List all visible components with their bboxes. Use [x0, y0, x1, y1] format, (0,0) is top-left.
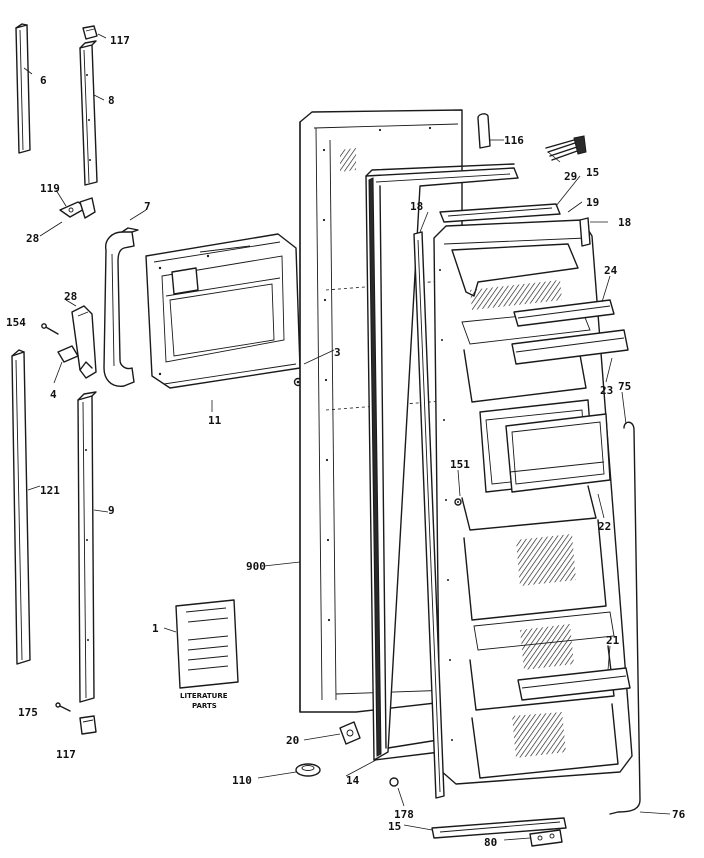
callout-151: 151 — [450, 458, 470, 471]
callout-14: 14 — [346, 774, 360, 787]
part-154-screw — [41, 323, 59, 335]
part-75-76-wire — [609, 421, 641, 815]
callout-19: 19 — [586, 196, 599, 209]
callout-80: 80 — [484, 836, 497, 849]
part-121-trim-strip — [11, 349, 31, 665]
callout-76: 76 — [672, 808, 686, 821]
part-21-shelf-bar — [517, 667, 631, 701]
callout-7: 7 — [144, 200, 151, 213]
part-151-screw — [454, 498, 462, 506]
callout-6: 6 — [40, 74, 47, 87]
part-23-shelf-bar — [511, 329, 629, 365]
callout-119: 119 — [40, 182, 60, 195]
part-117-top-clip — [82, 25, 98, 40]
part-20-hinge-pin — [339, 721, 361, 745]
callout-11: 11 — [208, 414, 222, 427]
callout-15-top: 15 — [586, 166, 599, 179]
part-11-dispenser-housing — [145, 233, 301, 389]
callout-110: 110 — [232, 774, 252, 787]
part-7-handle — [103, 227, 139, 387]
callout-178: 178 — [394, 808, 414, 821]
part-116-clip — [477, 113, 491, 149]
callout-1: 1 — [152, 622, 159, 635]
callout-900: 900 — [246, 560, 266, 573]
literature-label-line2: PARTS — [192, 702, 217, 710]
part-24-shelf-bar — [513, 299, 615, 327]
callout-4: 4 — [50, 388, 57, 401]
part-15-top-cap — [439, 203, 561, 223]
part-29-wire-harness — [545, 135, 587, 161]
callout-154: 154 — [6, 316, 26, 329]
callout-116: 116 — [504, 134, 524, 147]
part-110-cap — [295, 763, 321, 777]
part-80-bracket — [529, 829, 563, 847]
leader-lines — [23, 33, 671, 841]
callout-23: 23 — [600, 384, 613, 397]
part-9-channel — [77, 391, 97, 703]
callout-117-bottom: 117 — [56, 748, 76, 761]
literature-label-line1: LITERATURE — [180, 692, 228, 700]
callout-117-top: 117 — [110, 34, 130, 47]
callout-22: 22 — [598, 520, 611, 533]
part-117-bottom-clip — [79, 715, 97, 735]
callout-175: 175 — [18, 706, 38, 719]
callout-75: 75 — [618, 380, 631, 393]
part-18-upper-clip — [579, 217, 591, 247]
door-liner — [433, 219, 633, 785]
part-8-channel — [79, 40, 98, 186]
part-15-bottom-cap — [431, 817, 567, 839]
part-178-plug — [389, 777, 399, 787]
part-18-rail — [413, 231, 445, 799]
callout-28-lower: 28 — [64, 290, 77, 303]
callout-20: 20 — [286, 734, 299, 747]
callout-24: 24 — [604, 264, 618, 277]
part-119-bracket — [59, 197, 96, 219]
literature-booklet — [175, 599, 239, 689]
callout-15-bottom: 15 — [388, 820, 401, 833]
part-28-hinge — [57, 305, 97, 379]
callout-121: 121 — [40, 484, 60, 497]
callout-8: 8 — [108, 94, 115, 107]
part-6-trim-strip — [15, 23, 31, 154]
callout-18-left: 18 — [410, 200, 423, 213]
callout-21: 21 — [606, 634, 620, 647]
callout-3: 3 — [334, 346, 341, 359]
callout-28-upper: 28 — [26, 232, 39, 245]
callout-29: 29 — [564, 170, 577, 183]
callout-18-right: 18 — [618, 216, 631, 229]
part-175-screw — [55, 702, 71, 712]
callout-9: 9 — [108, 504, 115, 517]
